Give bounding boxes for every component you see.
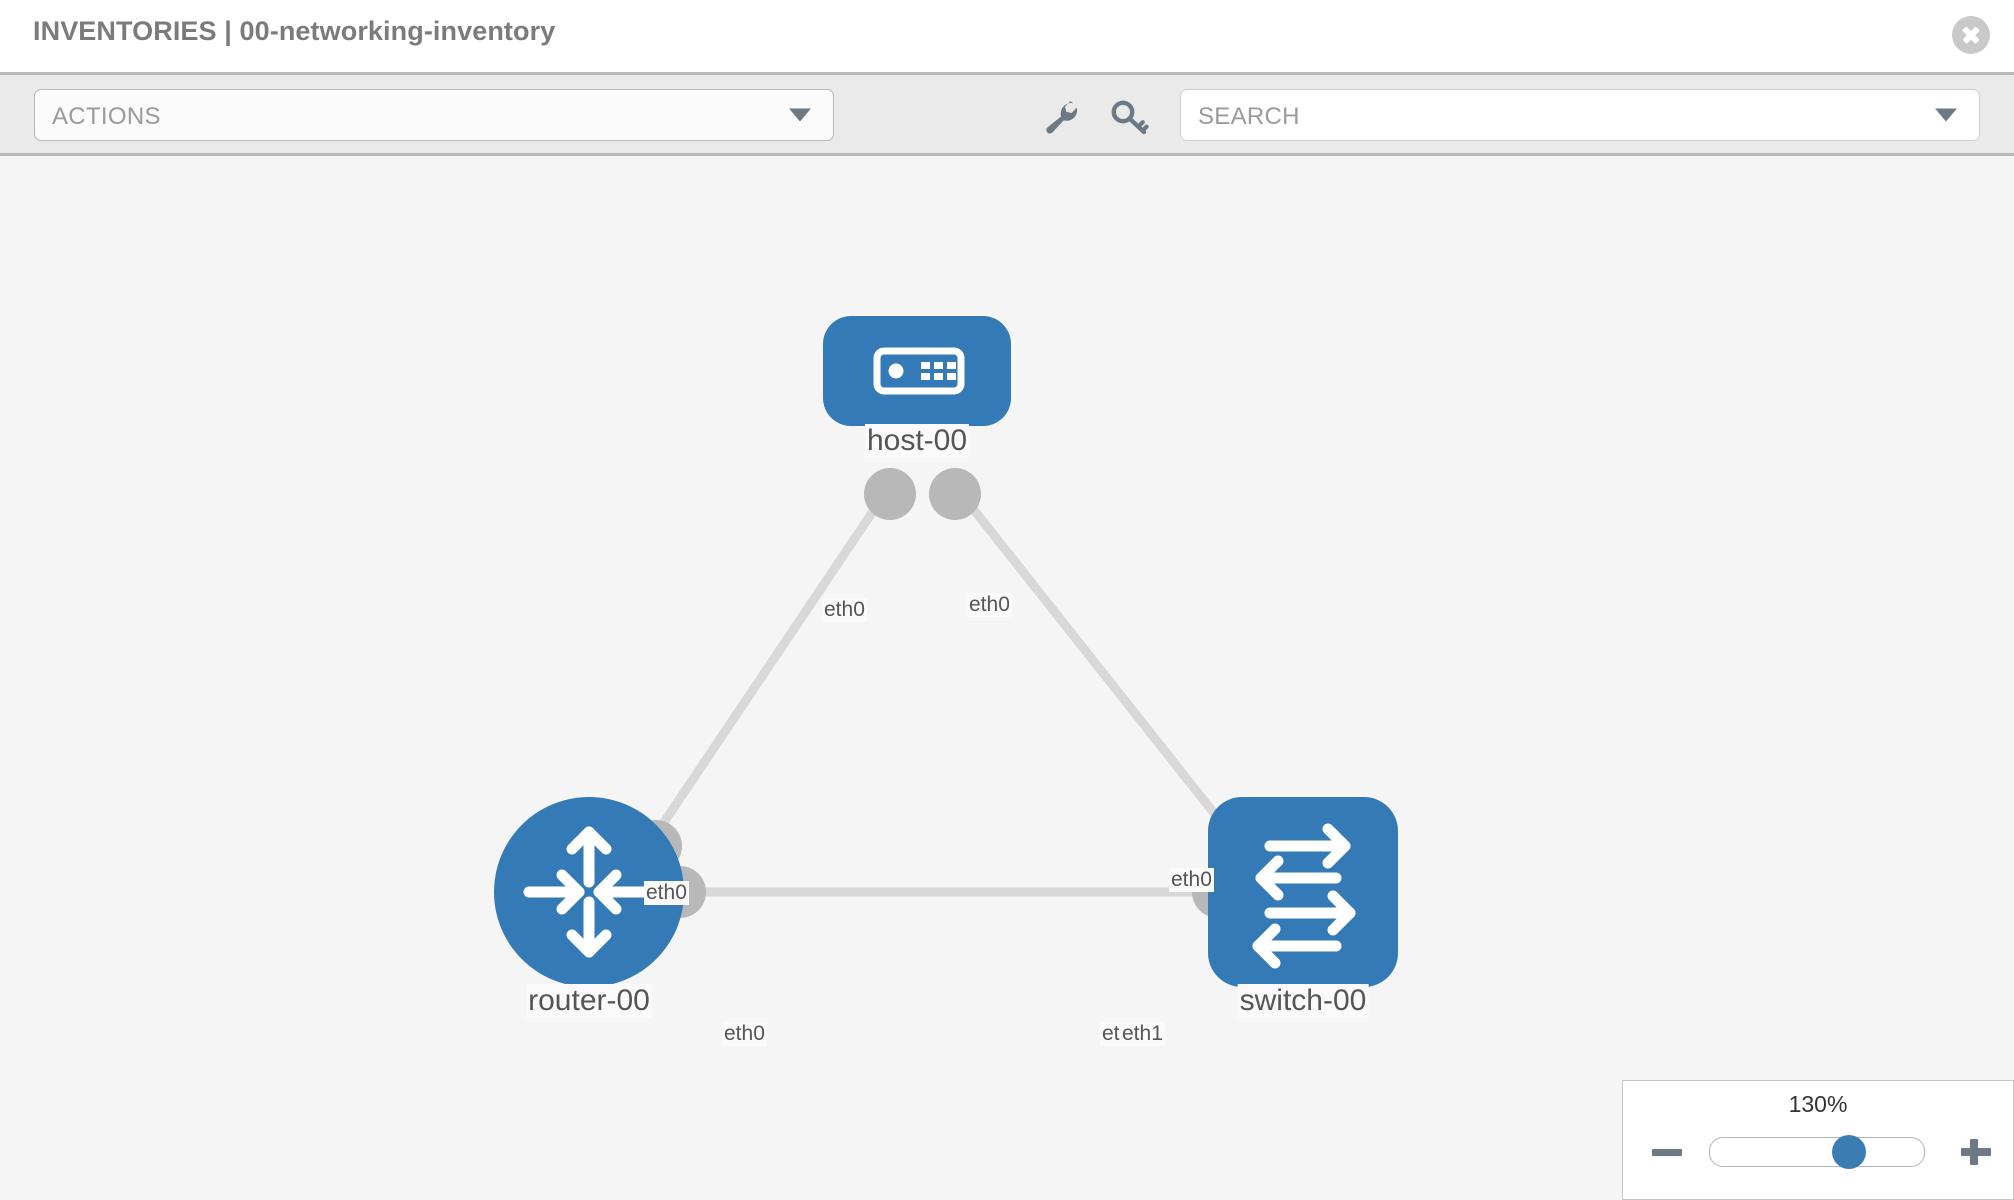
- wrench-icon[interactable]: [1040, 97, 1084, 137]
- node-switch-00: [1208, 797, 1398, 987]
- key-icon[interactable]: [1108, 97, 1152, 137]
- server-icon: [873, 347, 965, 395]
- zoom-control-panel: 130%: [1622, 1080, 2014, 1200]
- page-header: INVENTORIES | 00-networking-inventory: [0, 0, 2014, 72]
- link-host-router: [644, 483, 894, 849]
- port-label: eth0: [644, 881, 689, 905]
- minus-icon[interactable]: [1650, 1135, 1684, 1169]
- actions-dropdown-label: ACTIONS: [52, 103, 161, 130]
- zoom-slider-row: [1623, 1129, 2014, 1175]
- port-label: eth0: [722, 1022, 767, 1046]
- chevron-down-icon: [789, 108, 811, 122]
- zoom-slider-thumb[interactable]: [1832, 1135, 1867, 1169]
- close-icon[interactable]: [1952, 16, 1990, 54]
- topology-canvas[interactable]: host-00 router-00 switch-00 eth0 eth0 et…: [0, 156, 2014, 1200]
- port-label: eth1: [1120, 1022, 1165, 1046]
- switch-arrows-icon: [1252, 823, 1356, 969]
- search-placeholder: SEARCH: [1198, 103, 1300, 130]
- node-label-router-00: router-00: [526, 984, 652, 1018]
- actions-dropdown[interactable]: ACTIONS: [34, 89, 834, 141]
- search-input[interactable]: SEARCH: [1180, 89, 1980, 141]
- port-label: eth0: [967, 593, 1012, 617]
- plus-icon[interactable]: [1959, 1135, 1993, 1169]
- topology-graph: [494, 316, 1398, 987]
- page-title: INVENTORIES | 00-networking-inventory: [33, 16, 556, 46]
- port-label: eth0: [822, 598, 867, 622]
- toolbar: ACTIONS SEARCH: [0, 72, 2014, 156]
- zoom-slider[interactable]: [1709, 1135, 1925, 1169]
- chevron-down-icon[interactable]: [1935, 108, 1957, 122]
- node-label-switch-00: switch-00: [1237, 984, 1369, 1018]
- zoom-level-value: 130%: [1788, 1091, 1848, 1117]
- node-host-00: [823, 316, 1011, 426]
- link-host-switch: [951, 483, 1244, 849]
- port-label: eth0: [1169, 868, 1214, 892]
- node-router-00: [494, 797, 684, 987]
- link-endpoints: [630, 468, 1266, 918]
- router-arrows-icon: [523, 826, 655, 958]
- node-label-host-00: host-00: [864, 424, 970, 458]
